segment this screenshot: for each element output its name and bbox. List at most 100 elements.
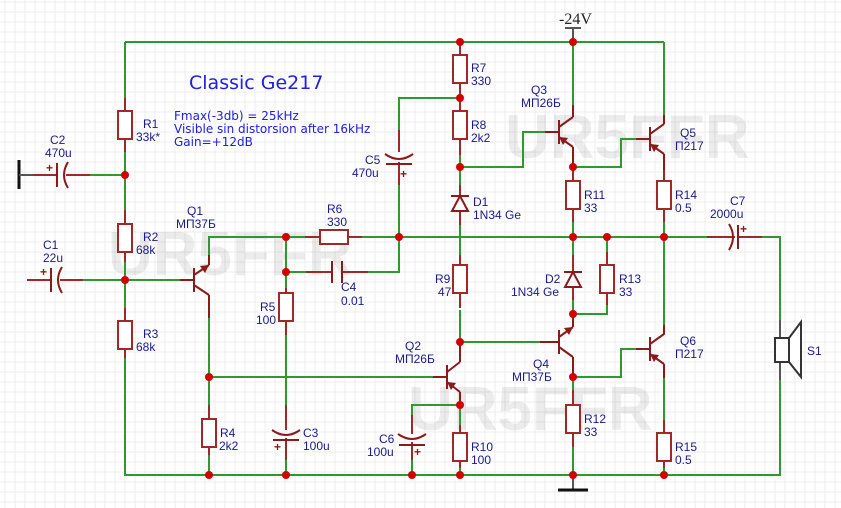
resistor-r12[interactable] — [565, 390, 581, 447]
capacitors — [27, 130, 762, 460]
wire — [573, 138, 640, 168]
capacitor-c2[interactable] — [33, 161, 90, 189]
wire — [573, 293, 608, 315]
label-value: 2k2 — [219, 439, 239, 453]
junction-dot — [395, 233, 403, 241]
label-ref: Q6 — [680, 334, 696, 348]
transistor-q4[interactable] — [540, 310, 574, 377]
resistor-r13[interactable] — [599, 252, 615, 305]
resistor-r2[interactable] — [117, 210, 133, 262]
junction-dot — [569, 38, 577, 46]
label-ref: R12 — [584, 412, 606, 426]
junction-dot — [408, 471, 416, 479]
junction-dot — [282, 233, 290, 241]
junction-dot — [603, 233, 611, 241]
transistor-q1[interactable] — [180, 255, 210, 318]
supply-terminal: -24V — [559, 11, 592, 42]
label-ref: Q4 — [533, 357, 549, 371]
junction-dot — [569, 310, 577, 318]
input-terminal — [17, 160, 33, 189]
label-ref: Q1 — [187, 204, 203, 218]
resistor-r3[interactable] — [117, 308, 133, 358]
label-ref: R6 — [327, 202, 343, 216]
diode-d2[interactable] — [563, 255, 583, 300]
junction-dot — [456, 38, 464, 46]
label-ref: R3 — [143, 327, 159, 341]
plus-sign: + — [740, 222, 747, 236]
plus-sign: + — [414, 445, 421, 459]
label-value: МП37Б — [176, 217, 216, 231]
label-value: 2k2 — [471, 131, 491, 145]
label-value: 100u — [303, 439, 330, 453]
label-value: МП37Б — [512, 370, 552, 384]
label-value: 2000u — [710, 207, 743, 221]
label-ref: C1 — [43, 238, 59, 252]
capacitor-c4[interactable] — [306, 261, 368, 283]
resistor-r11[interactable] — [565, 170, 581, 222]
capacitor-c5[interactable] — [384, 130, 414, 185]
label-ref: R7 — [471, 61, 487, 75]
junction-dot — [282, 471, 290, 479]
label-value: 100 — [471, 453, 491, 467]
resistor-r1[interactable] — [117, 98, 133, 152]
label-ref: C7 — [730, 194, 746, 208]
label-ref: R4 — [220, 426, 236, 440]
junction-dot — [660, 471, 668, 479]
capacitor-c6[interactable] — [397, 415, 427, 460]
junction-dot — [121, 276, 129, 284]
label-value: 22u — [43, 251, 63, 265]
junction-dot — [456, 163, 464, 171]
label-ref: C5 — [365, 153, 381, 167]
resistor-r14[interactable] — [656, 170, 672, 222]
label-value: 68k — [136, 243, 156, 257]
label-value: 100u — [367, 445, 394, 459]
resistor-r10[interactable] — [452, 425, 468, 468]
watermark: UR5FFR — [108, 220, 353, 289]
resistor-r15[interactable] — [656, 420, 672, 468]
resistors — [117, 42, 672, 468]
resistor-r5[interactable] — [278, 288, 294, 335]
supply-label: -24V — [559, 11, 592, 28]
label-value: 33k* — [136, 130, 160, 144]
resistor-r7[interactable] — [452, 42, 468, 98]
resistor-r9[interactable] — [452, 255, 468, 308]
transistor-q5[interactable] — [636, 115, 665, 170]
note-distortion: Visible sin distorsion after 16kHz — [174, 122, 370, 136]
label-value: 470u — [45, 146, 72, 160]
polarity-marks: + + + + + + — [40, 161, 747, 459]
junction-dot — [660, 233, 668, 241]
label-ref: Q5 — [680, 126, 696, 140]
component-labels: R1 33k* R2 68k R3 68k R4 2k2 R5 100 R6 3… — [43, 61, 822, 467]
label-value: 47 — [438, 285, 452, 299]
plus-sign: + — [40, 265, 47, 279]
watermark: UR5FFR — [408, 375, 653, 444]
capacitor-c1[interactable] — [27, 266, 83, 294]
transistor-q6[interactable] — [636, 325, 665, 378]
resistor-r6[interactable] — [305, 229, 362, 245]
junction-dot — [121, 171, 129, 179]
speaker-s1[interactable] — [774, 319, 802, 380]
junction-dot — [456, 94, 464, 102]
label-value: 0.5 — [675, 201, 692, 215]
resistor-r4[interactable] — [201, 405, 217, 455]
note-gain: Gain=+12dB — [174, 135, 253, 149]
transistor-q2[interactable] — [433, 345, 461, 405]
transistor-q3[interactable] — [545, 105, 574, 170]
label-value: МП26Б — [521, 96, 561, 110]
capacitor-c3[interactable] — [271, 405, 301, 460]
label-value: 1N34 Ge — [473, 208, 521, 222]
diode-d1[interactable] — [450, 185, 470, 225]
junction-dot — [569, 233, 577, 241]
note-fmax: Fmax(-3db) = 25kHz — [174, 109, 299, 123]
wire — [760, 236, 781, 340]
label-ref: R13 — [619, 272, 641, 286]
label-value: П217 — [675, 347, 704, 361]
capacitor-c7[interactable] — [707, 223, 762, 251]
label-value: 330 — [327, 215, 347, 229]
label-value: 68k — [136, 340, 156, 354]
plus-sign: + — [46, 161, 53, 175]
label-value: 0.01 — [341, 294, 365, 308]
label-ref: R11 — [584, 188, 605, 202]
wire — [398, 97, 460, 140]
